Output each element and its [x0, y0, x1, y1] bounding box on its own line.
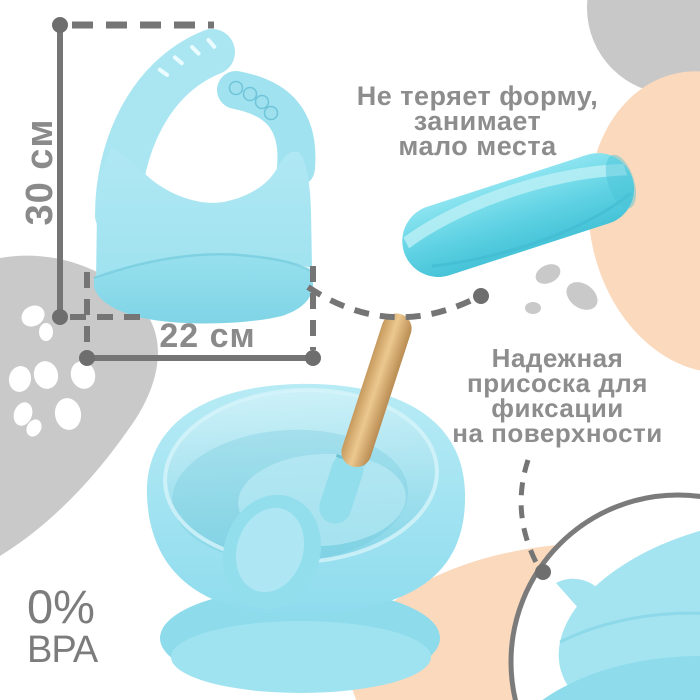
- suction-note-line1: Надежная: [491, 343, 624, 373]
- rolled-bib: [402, 153, 636, 277]
- suction-crease: [559, 611, 700, 654]
- compact-note-line3: мало места: [398, 131, 557, 161]
- gray-circle-blob: [587, 0, 700, 94]
- roll-fold-line: [431, 191, 632, 268]
- compact-note: Не теряет форму, занимает мало места: [335, 81, 620, 161]
- silicone-bib: [93, 29, 316, 324]
- spoon: [222, 313, 412, 610]
- spoon-wooden-handle: [341, 313, 412, 468]
- bib-strap-buttons: [228, 80, 279, 121]
- magnifier-ring: [508, 492, 700, 700]
- compact-note-line2: занимает: [413, 106, 542, 136]
- width-dimension-label: 22 см: [159, 317, 256, 355]
- bib-pocket-fold-line: [93, 253, 314, 280]
- compact-note-line1: Не теряет форму,: [356, 81, 599, 111]
- bpa-text: BPA: [27, 629, 98, 671]
- bib-body: [96, 148, 312, 282]
- dimension-lines: [52, 17, 551, 580]
- spoon-silicone-neck: [319, 453, 364, 524]
- roll-highlight: [403, 163, 628, 249]
- height-dimension-label: 30 см: [19, 118, 61, 226]
- suction-note-line3: фиксации: [491, 393, 624, 423]
- suction-nub: [556, 578, 602, 610]
- peach-blob-top: [588, 71, 700, 373]
- bpa-free-badge: 0% BPA: [27, 580, 98, 671]
- suction-note-line4: на поверхности: [452, 418, 663, 448]
- gray-blob-with-holes: [0, 255, 158, 556]
- pointer-curve-to-magnifier: [518, 459, 542, 570]
- suction-note: Надежная присоска для фиксации на поверх…: [420, 343, 695, 448]
- suction-magnifier: [508, 492, 700, 700]
- suction-note-line2: присоска для: [467, 368, 648, 398]
- bib-pocket: [94, 254, 313, 324]
- bib-strap-slots: [157, 37, 217, 77]
- gray-dots-cluster: [525, 264, 598, 314]
- pointer-curve-to-rolled-bib: [306, 284, 480, 321]
- bowl-suction-skirt: [171, 621, 431, 693]
- bowl-and-spoon: [146, 313, 466, 693]
- bpa-percent: 0%: [27, 580, 95, 633]
- spoon-head-inner: [235, 507, 305, 593]
- roll-end-curl: [605, 154, 636, 209]
